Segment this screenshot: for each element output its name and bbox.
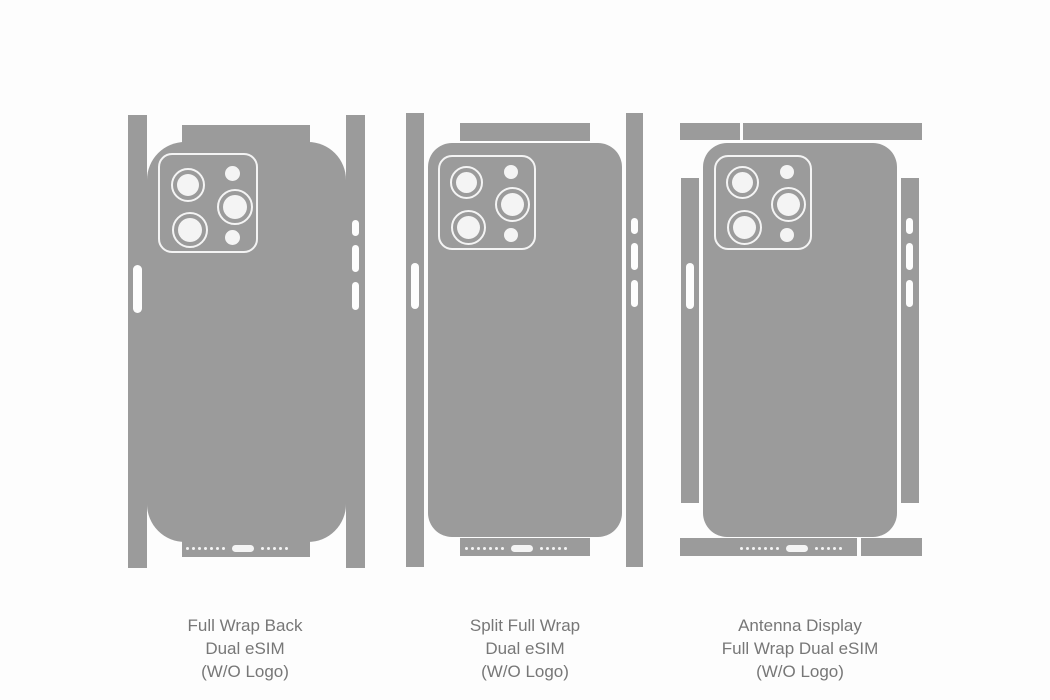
speaker-hole-icon bbox=[776, 547, 779, 550]
bottom-ports bbox=[186, 545, 288, 552]
label-line: Full Wrap Back bbox=[187, 616, 303, 635]
bottom-flap-left bbox=[680, 538, 857, 556]
flash-icon bbox=[504, 165, 518, 179]
flash-icon bbox=[780, 165, 794, 179]
speaker-hole-icon bbox=[267, 547, 270, 550]
left-side-strip bbox=[406, 113, 424, 567]
lens-icon bbox=[450, 166, 483, 199]
template-label-3: Antenna Display Full Wrap Dual eSIM (W/O… bbox=[670, 614, 930, 683]
speaker-hole-icon bbox=[261, 547, 264, 550]
button-cutout bbox=[352, 282, 359, 310]
lens-icon bbox=[771, 187, 806, 222]
speaker-hole-icon bbox=[821, 547, 824, 550]
speaker-hole-icon bbox=[471, 547, 474, 550]
top-flap-right bbox=[743, 123, 922, 140]
button-cutout bbox=[352, 220, 359, 236]
camera-cutout bbox=[714, 155, 812, 250]
speaker-hole-icon bbox=[827, 547, 830, 550]
label-line: Antenna Display bbox=[738, 616, 862, 635]
charging-port-icon bbox=[511, 545, 533, 552]
top-flap-left bbox=[680, 123, 740, 140]
speaker-hole-icon bbox=[495, 547, 498, 550]
speaker-hole-icon bbox=[279, 547, 282, 550]
speaker-hole-icon bbox=[758, 547, 761, 550]
speaker-hole-icon bbox=[558, 547, 561, 550]
button-cutout bbox=[352, 245, 359, 272]
speaker-hole-icon bbox=[564, 547, 567, 550]
bottom-ports bbox=[740, 545, 842, 552]
speaker-hole-icon bbox=[540, 547, 543, 550]
speaker-hole-icon bbox=[465, 547, 468, 550]
button-cutout bbox=[411, 263, 419, 309]
template-label-1: Full Wrap Back Dual eSIM (W/O Logo) bbox=[115, 614, 375, 683]
right-side-strip bbox=[346, 115, 365, 568]
label-line: Full Wrap Dual eSIM bbox=[721, 639, 879, 658]
button-cutout bbox=[906, 243, 913, 270]
template-label-2: Split Full Wrap Dual eSIM (W/O Logo) bbox=[395, 614, 655, 683]
speaker-hole-icon bbox=[483, 547, 486, 550]
speaker-hole-icon bbox=[273, 547, 276, 550]
speaker-hole-icon bbox=[815, 547, 818, 550]
speaker-hole-icon bbox=[477, 547, 480, 550]
left-side-strip bbox=[128, 115, 147, 568]
label-line: Dual eSIM bbox=[485, 639, 565, 658]
button-cutout bbox=[631, 243, 638, 270]
lens-icon bbox=[495, 187, 530, 222]
label-line: (W/O Logo) bbox=[481, 662, 569, 681]
lens-icon bbox=[727, 210, 762, 245]
camera-cutout bbox=[438, 155, 536, 250]
speaker-hole-icon bbox=[546, 547, 549, 550]
speaker-hole-icon bbox=[210, 547, 213, 550]
button-cutout bbox=[133, 265, 142, 313]
top-flap bbox=[460, 123, 590, 141]
button-cutout bbox=[631, 280, 638, 307]
label-line: Split Full Wrap bbox=[469, 616, 581, 635]
speaker-hole-icon bbox=[204, 547, 207, 550]
top-flap bbox=[182, 125, 310, 147]
camera-cutout bbox=[158, 153, 258, 253]
speaker-hole-icon bbox=[740, 547, 743, 550]
speaker-hole-icon bbox=[198, 547, 201, 550]
speaker-hole-icon bbox=[752, 547, 755, 550]
flash-icon bbox=[225, 166, 240, 181]
charging-port-icon bbox=[786, 545, 808, 552]
button-cutout bbox=[906, 218, 913, 234]
button-cutout bbox=[686, 263, 694, 309]
bottom-flap-right bbox=[861, 538, 922, 556]
bottom-ports bbox=[465, 545, 567, 552]
speaker-hole-icon bbox=[833, 547, 836, 550]
speaker-hole-icon bbox=[186, 547, 189, 550]
speaker-hole-icon bbox=[222, 547, 225, 550]
speaker-hole-icon bbox=[285, 547, 288, 550]
sensor-icon bbox=[780, 228, 794, 242]
speaker-hole-icon bbox=[764, 547, 767, 550]
speaker-hole-icon bbox=[192, 547, 195, 550]
lens-icon bbox=[726, 166, 759, 199]
button-cutout bbox=[906, 280, 913, 307]
speaker-hole-icon bbox=[216, 547, 219, 550]
speaker-hole-icon bbox=[839, 547, 842, 550]
charging-port-icon bbox=[232, 545, 254, 552]
speaker-hole-icon bbox=[501, 547, 504, 550]
speaker-hole-icon bbox=[746, 547, 749, 550]
sensor-icon bbox=[225, 230, 240, 245]
speaker-hole-icon bbox=[552, 547, 555, 550]
lens-icon bbox=[171, 168, 205, 202]
speaker-hole-icon bbox=[489, 547, 492, 550]
label-line: Dual eSIM bbox=[205, 639, 285, 658]
right-side-strip bbox=[901, 178, 919, 503]
button-cutout bbox=[631, 218, 638, 234]
lens-icon bbox=[217, 189, 253, 225]
lens-icon bbox=[172, 212, 208, 248]
label-line: (W/O Logo) bbox=[201, 662, 289, 681]
lens-icon bbox=[451, 210, 486, 245]
left-side-strip bbox=[681, 178, 699, 503]
right-side-strip bbox=[626, 113, 643, 567]
label-line: (W/O Logo) bbox=[756, 662, 844, 681]
sensor-icon bbox=[504, 228, 518, 242]
speaker-hole-icon bbox=[770, 547, 773, 550]
